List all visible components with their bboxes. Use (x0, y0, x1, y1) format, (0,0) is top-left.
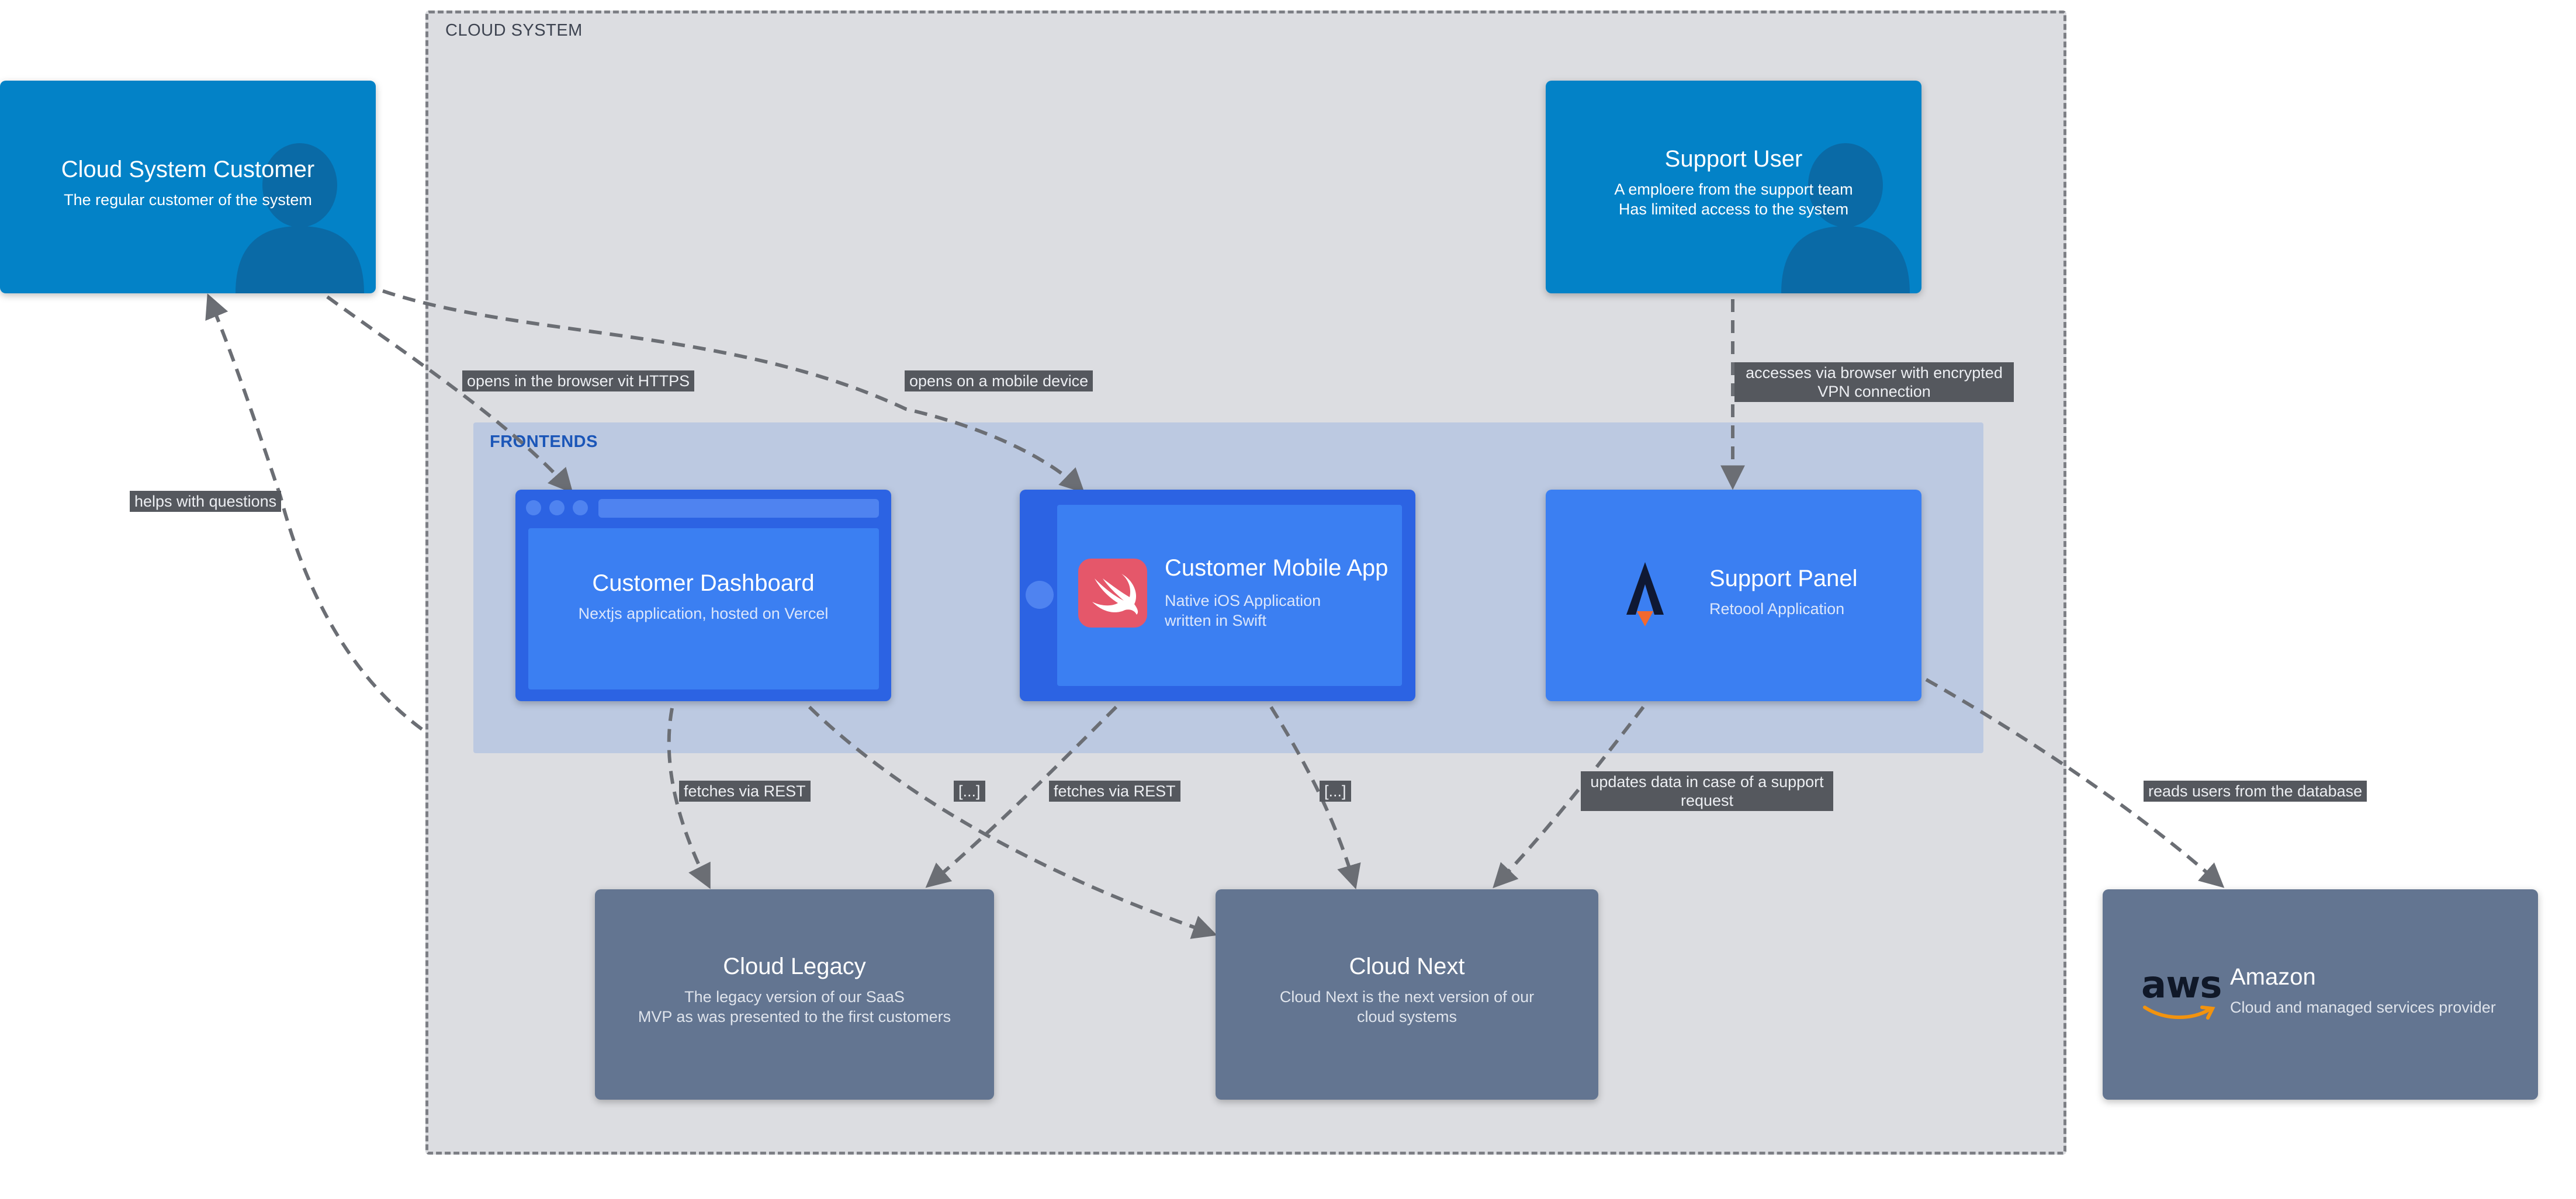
customer-mobile-app-card[interactable]: Customer Mobile App Native iOS Applicati… (1020, 490, 1415, 701)
edge-label-support-access: accesses via browser with encrypted VPN … (1734, 362, 2014, 402)
support-panel-description: Retoool Application (1709, 600, 1845, 618)
edge-helps-questions (205, 293, 423, 731)
cloud-system-title: CLOUD SYSTEM (445, 21, 583, 40)
retool-logo-icon (1622, 559, 1668, 629)
edge-label-mobile-legacy: fetches via REST (1049, 781, 1180, 802)
edge-label-opens-mobile: opens on a mobile device (905, 370, 1093, 391)
cloud-legacy-description: The legacy version of our SaaS MVP as wa… (638, 988, 951, 1025)
browser-dot-icon (573, 500, 588, 515)
aws-logo-text: aws (2141, 964, 2222, 1007)
amazon-title: Amazon (2230, 964, 2316, 990)
cloud-next-title: Cloud Next (1349, 954, 1465, 979)
browser-viewport (528, 528, 879, 689)
amazon-card[interactable]: aws Amazon Cloud and managed services pr… (2103, 889, 2538, 1100)
cloud-next-card[interactable]: Cloud Next Cloud Next is the next versio… (1216, 889, 1598, 1100)
customer-mobile-app-title: Customer Mobile App (1165, 555, 1389, 581)
edge-label-helps-questions: helps with questions (130, 491, 282, 512)
browser-dot-icon (526, 500, 541, 515)
customer-dashboard-title: Customer Dashboard (592, 570, 815, 596)
customer-mobile-app-description: Native iOS Application written in Swift (1165, 592, 1321, 629)
person-icon (236, 143, 364, 293)
edge-label-support-next: updates data in case of a support reques… (1581, 771, 1833, 811)
browser-address-bar (598, 499, 879, 518)
support-user-description: A emploere from the support team Has lim… (1614, 181, 1853, 218)
edge-label-mobile-next: [...] (1320, 781, 1351, 802)
customer-title: Cloud System Customer (61, 157, 315, 182)
support-user-card[interactable]: Support User A emploere from the support… (1546, 81, 1921, 293)
customer-dashboard-card[interactable]: Customer Dashboard Nextjs application, h… (515, 490, 891, 701)
support-panel-title: Support Panel (1709, 566, 1858, 591)
edge-label-support-amazon: reads users from the database (2144, 781, 2367, 802)
cloud-next-description: Cloud Next is the next version of our cl… (1279, 988, 1535, 1025)
browser-dot-icon (549, 500, 565, 515)
support-panel-card[interactable]: Support Panel Retoool Application (1546, 490, 1921, 701)
frontends-title: FRONTENDS (490, 432, 598, 451)
swift-icon (1078, 559, 1147, 628)
device-home-button (1026, 581, 1054, 609)
amazon-description: Cloud and managed services provider (2230, 999, 2496, 1016)
cloud-legacy-card[interactable]: Cloud Legacy The legacy version of our S… (595, 889, 994, 1100)
aws-logo-icon: aws (2141, 964, 2222, 1020)
edge-label-dashboard-next: [...] (954, 781, 985, 802)
customer-card[interactable]: Cloud System Customer The regular custom… (0, 81, 376, 293)
aws-smile-icon (2143, 1006, 2215, 1020)
edge-label-dashboard-legacy: fetches via REST (679, 781, 811, 802)
customer-description: The regular customer of the system (64, 191, 312, 209)
edge-label-opens-browser: opens in the browser vit HTTPS (462, 370, 695, 391)
support-user-title: Support User (1664, 146, 1803, 172)
cloud-legacy-title: Cloud Legacy (723, 954, 866, 979)
person-icon (1781, 143, 1910, 293)
customer-dashboard-description: Nextjs application, hosted on Vercel (578, 605, 829, 622)
